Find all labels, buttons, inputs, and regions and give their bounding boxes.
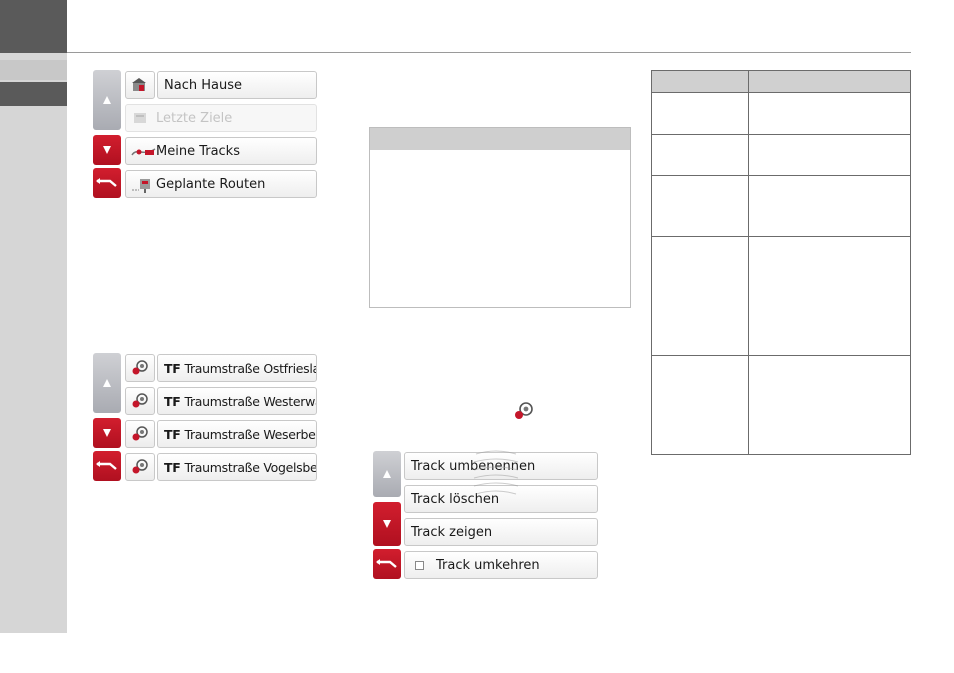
menu-item-label-disabled: Letzte Ziele (125, 104, 317, 132)
table-cell (748, 92, 911, 135)
back-arrow-icon (376, 559, 397, 568)
scroll-up-button[interactable] (373, 451, 401, 497)
table-row (651, 92, 911, 135)
table-header-cell (748, 70, 911, 93)
page-side-bar (0, 53, 67, 633)
back-arrow-icon (96, 178, 117, 187)
arrow-up-icon (383, 470, 391, 478)
track-prefix: TF (164, 426, 181, 442)
track-options-icon[interactable] (125, 354, 155, 382)
back-button[interactable] (93, 168, 121, 198)
scroll-down-button[interactable] (93, 418, 121, 448)
option-text: Track umkehren (436, 557, 540, 573)
option-label: Track zeigen (404, 518, 598, 546)
table-cell (651, 134, 749, 176)
track-prefix: TF (164, 459, 181, 475)
table-cell (651, 236, 749, 356)
track-label: Traumstraße Weserbergland (184, 426, 316, 442)
back-button[interactable] (93, 451, 121, 481)
table-cell (651, 355, 749, 455)
menu-item-label: Nach Hause (157, 71, 317, 99)
track-label: Traumstraße Vogelsberg (184, 459, 317, 475)
option-label: Track löschen (404, 485, 598, 513)
arrow-down-icon (383, 520, 391, 528)
my-tracks-icon (131, 148, 156, 156)
track-prefix: TF (164, 360, 181, 376)
scribble-artifact (473, 450, 519, 495)
back-button[interactable] (373, 549, 401, 579)
table-row (651, 175, 911, 237)
menu-item-nach-hause[interactable]: Nach Hause (125, 71, 317, 99)
header-rule (67, 52, 911, 53)
track-options-icon[interactable] (125, 420, 155, 448)
reference-table (651, 70, 911, 455)
option-track-umkehren[interactable]: Track umkehren (404, 551, 598, 579)
menu-item-text: Letzte Ziele (156, 110, 233, 126)
table-cell (651, 92, 749, 135)
option-track-loeschen[interactable]: Track löschen (404, 485, 598, 513)
track-options-icon (515, 402, 533, 419)
arrow-down-icon (103, 429, 111, 437)
track-prefix: TF (164, 393, 181, 409)
arrow-up-icon (103, 379, 111, 387)
menu-item-letzte-ziele: Letzte Ziele (125, 104, 317, 132)
track-options-icon[interactable] (125, 387, 155, 415)
menu-item-meine-tracks[interactable]: Meine Tracks (125, 137, 317, 165)
side-bar-strip (0, 60, 67, 80)
table-cell (651, 175, 749, 237)
track-label: Traumstraße Westerwald (184, 393, 316, 409)
arrow-down-icon (103, 146, 111, 154)
table-row (651, 236, 911, 356)
menu-item-text: Geplante Routen (156, 176, 266, 192)
recent-destinations-icon (134, 113, 146, 123)
back-arrow-icon (96, 461, 117, 470)
table-cell (748, 355, 911, 455)
chapter-tab-marker (0, 82, 67, 106)
track-options-icon[interactable] (125, 453, 155, 481)
scroll-up-button[interactable] (93, 70, 121, 130)
scroll-down-button[interactable] (373, 502, 401, 546)
checkbox-icon[interactable] (415, 560, 424, 570)
table-cell (748, 175, 911, 237)
main-menu-panel: Nach Hause Letzte Ziele Meine Tracks Gep… (93, 70, 319, 200)
page-corner-block (0, 0, 67, 53)
option-track-zeigen[interactable]: Track zeigen (404, 518, 598, 546)
scroll-up-button[interactable] (93, 353, 121, 413)
arrow-up-icon (103, 96, 111, 104)
table-cell (748, 236, 911, 356)
track-options-panel: Track umbenennen Track löschen Track zei… (373, 451, 599, 581)
note-box-header (370, 128, 630, 150)
menu-item-geplante-routen[interactable]: Geplante Routen (125, 170, 317, 198)
house-icon (125, 71, 155, 99)
menu-item-label: Meine Tracks (125, 137, 317, 165)
table-header-row (651, 70, 911, 93)
track-label: Traumstraße Ostfriesland (184, 360, 316, 376)
table-row (651, 355, 911, 455)
option-label-with-checkbox: Track umkehren (404, 551, 598, 579)
table-cell (748, 134, 911, 176)
table-header-cell (651, 70, 749, 93)
note-box (369, 127, 631, 308)
planned-routes-icon (132, 179, 150, 193)
scroll-down-button[interactable] (93, 135, 121, 165)
menu-item-text: Meine Tracks (156, 143, 240, 159)
menu-item-label: Geplante Routen (125, 170, 317, 198)
table-row (651, 134, 911, 176)
